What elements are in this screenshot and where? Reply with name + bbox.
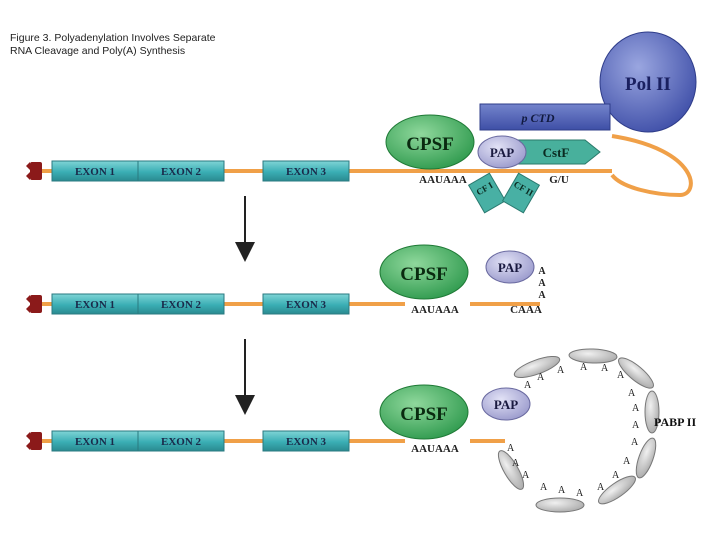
exon-3-label-3: EXON 3 xyxy=(286,436,327,448)
cpsf-protein-2 xyxy=(379,244,469,300)
cpsf-label-3: CPSF xyxy=(400,404,448,425)
poly-a: A xyxy=(632,420,640,431)
figure-title: Figure 3. Polyadenylation Involves Separ… xyxy=(10,32,215,58)
poly-a: A xyxy=(628,388,636,399)
pol2-label: Pol II xyxy=(625,74,671,95)
pabp-protein xyxy=(568,348,618,364)
exon-1-label: EXON 1 xyxy=(75,166,115,178)
poly-a-2-3: A xyxy=(538,290,546,301)
poly-a-2-2: A xyxy=(538,278,546,289)
poly-a: A xyxy=(632,403,640,414)
exon-1-label-2: EXON 1 xyxy=(75,299,115,311)
exon-3-block-3 xyxy=(262,430,350,452)
pap-label-3: PAP xyxy=(494,397,518,412)
row-1-transcription: EXON 1 EXON 2 EXON 3 Pol II p CTD CstF C… xyxy=(26,31,697,214)
exon-2-label-3: EXON 2 xyxy=(161,436,202,448)
signal-sequence-2: AAUAAA xyxy=(411,304,459,316)
cleaved-sequence: CAAA xyxy=(510,304,542,316)
pap-protein-3 xyxy=(481,387,531,421)
poly-a: A xyxy=(524,380,532,391)
poly-a: A xyxy=(612,470,620,481)
row-3-polyadenylation: EXON 1 EXON 2 EXON 3 CPSF PAP AAUAAA PAB… xyxy=(26,348,696,513)
figure-title-line-1: Figure 3. Polyadenylation Involves Separ… xyxy=(10,32,216,44)
signal-sequence-3: AAUAAA xyxy=(411,443,459,455)
pabp-protein xyxy=(635,437,657,479)
exon-2-block-2 xyxy=(137,293,225,315)
poly-a: A xyxy=(580,362,588,373)
poly-a: A xyxy=(623,456,631,467)
cpsf-protein-1 xyxy=(385,114,475,170)
poly-a: A xyxy=(597,482,605,493)
poly-a: A xyxy=(617,370,625,381)
exon-3-block-2 xyxy=(262,293,350,315)
pap-protein-2 xyxy=(485,250,535,284)
pabp-protein xyxy=(497,450,525,490)
poly-a: A xyxy=(540,482,548,493)
poly-a: A xyxy=(601,363,609,374)
pol2-tether-rna xyxy=(610,134,693,198)
pabp-ring xyxy=(497,348,660,513)
pabp-protein xyxy=(618,357,654,389)
poly-a: A xyxy=(512,458,520,469)
pabp-label: PABP II xyxy=(654,415,696,429)
pabp-protein xyxy=(644,390,660,434)
exon-2-label: EXON 2 xyxy=(161,166,202,178)
mrna-cap-2 xyxy=(26,295,42,313)
figure-title-line-2: RNA Cleavage and Poly(A) Synthesis xyxy=(10,45,186,57)
pabp-protein xyxy=(513,355,561,379)
exon-1-label-3: EXON 1 xyxy=(75,436,115,448)
cpsf-label-2: CPSF xyxy=(400,264,448,285)
exon-3-label-2: EXON 3 xyxy=(286,299,327,311)
ctd-label: p CTD xyxy=(521,111,555,125)
row-2-cleavage: EXON 1 EXON 2 EXON 3 CPSF PAP A A A AAUA… xyxy=(26,244,546,316)
gu-sequence: G/U xyxy=(549,174,569,186)
pabp-protein xyxy=(535,497,585,513)
poly-a-2-1: A xyxy=(538,266,546,277)
exon-2-block xyxy=(137,160,225,182)
pol2-protein xyxy=(599,31,697,133)
exon-3-block xyxy=(262,160,350,182)
pabp-protein xyxy=(598,475,636,505)
cpsf-label-1: CPSF xyxy=(406,134,454,155)
poly-a: A xyxy=(631,437,639,448)
exon-3-label: EXON 3 xyxy=(286,166,327,178)
poly-a-tail: A A A A A A A A A A A A A A A A A A A xyxy=(507,362,640,499)
signal-sequence-1: AAUAAA xyxy=(419,174,467,186)
pap-label-1: PAP xyxy=(490,145,514,160)
poly-a: A xyxy=(557,365,565,376)
ctd-bar xyxy=(479,103,611,131)
poly-a: A xyxy=(576,488,584,499)
cstf-label: CstF xyxy=(543,145,570,160)
mrna-cap-1 xyxy=(26,162,42,180)
poly-a: A xyxy=(537,372,545,383)
mrna-cap-3 xyxy=(26,432,42,450)
cf1-factor: CF I xyxy=(467,172,507,214)
poly-a: A xyxy=(558,485,566,496)
cpsf-protein-3 xyxy=(379,384,469,440)
poly-a: A xyxy=(507,443,515,454)
pap-label-2: PAP xyxy=(498,260,522,275)
poly-a: A xyxy=(522,470,530,481)
pap-protein-1 xyxy=(477,135,527,169)
exon-2-block-3 xyxy=(137,430,225,452)
cf2-factor: CF II xyxy=(501,172,541,214)
exon-2-label-2: EXON 2 xyxy=(161,299,202,311)
